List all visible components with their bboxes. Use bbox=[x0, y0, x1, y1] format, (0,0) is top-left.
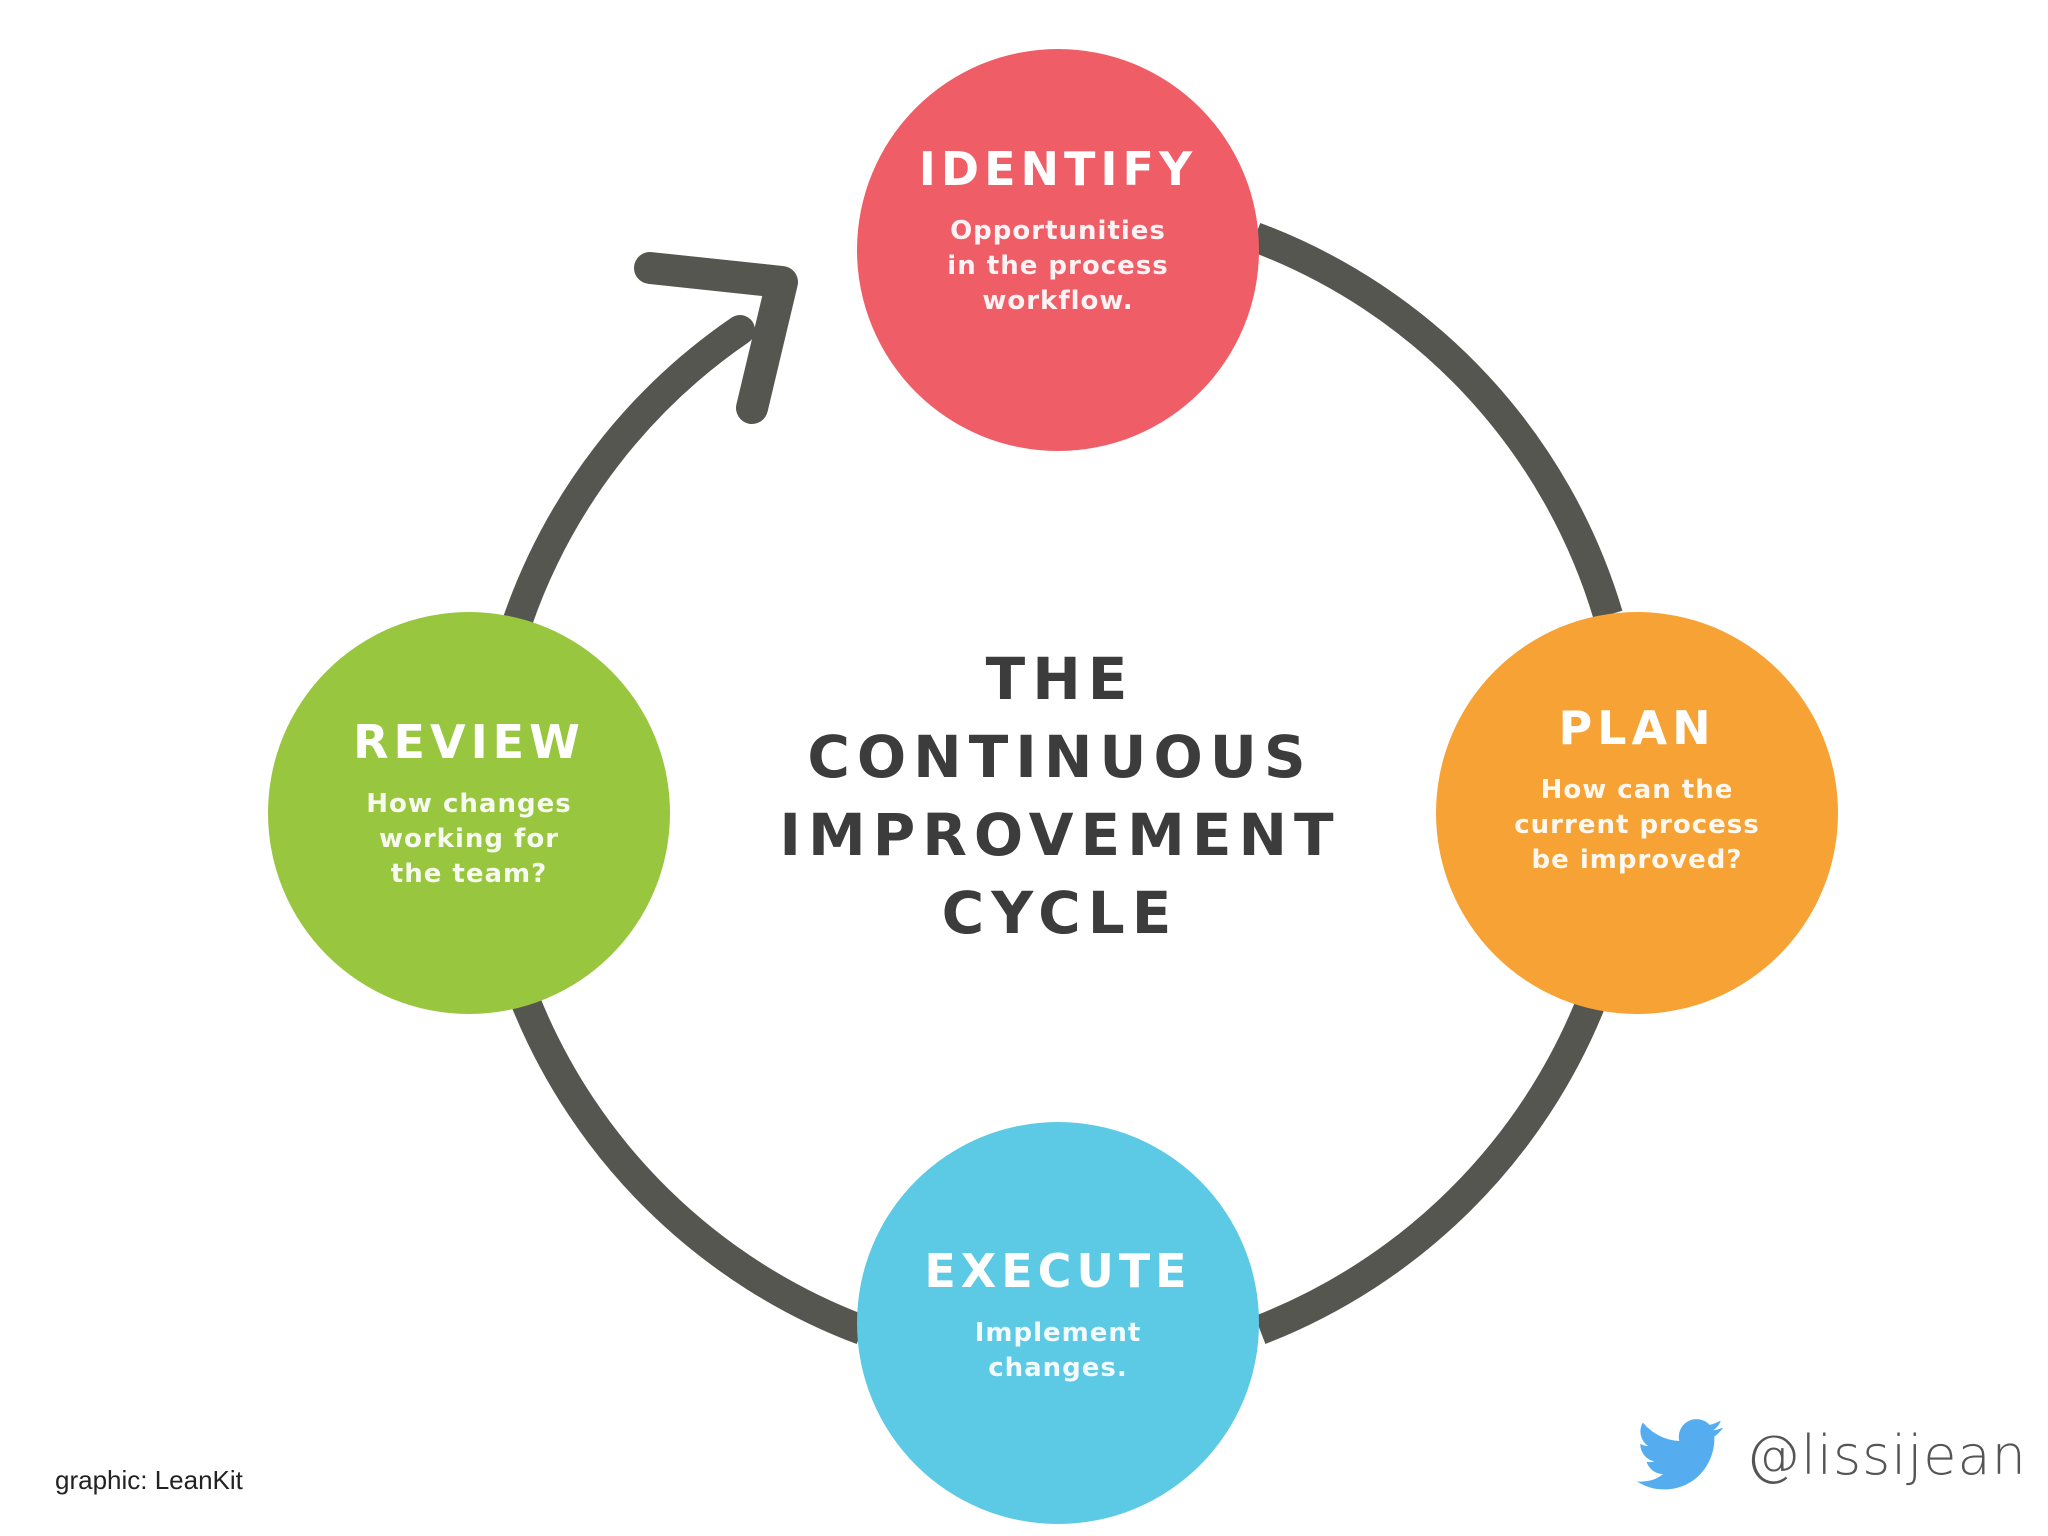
title-line: IMPROVEMENT bbox=[779, 801, 1341, 869]
stage-description: How changes working for the team? bbox=[366, 788, 572, 889]
twitter-handle: @lissijean bbox=[1636, 1415, 2027, 1495]
cycle-arc-execute-to-review bbox=[511, 994, 868, 1345]
diagram-title: THE CONTINUOUS IMPROVEMENT CYCLE bbox=[700, 640, 1420, 952]
stage-description: Opportunities in the process workflow. bbox=[947, 215, 1169, 316]
handle-text: @lissijean bbox=[1746, 1423, 2027, 1487]
cycle-arrowhead bbox=[634, 252, 798, 424]
stage-plan: PLAN How can the current process be impr… bbox=[1436, 612, 1838, 1014]
title-line: CYCLE bbox=[941, 879, 1179, 947]
stage-description: How can the current process be improved? bbox=[1514, 774, 1760, 875]
stage-execute: EXECUTE Implement changes. bbox=[857, 1122, 1259, 1524]
stage-title: PLAN bbox=[1558, 700, 1716, 755]
stage-description: Implement changes. bbox=[974, 1318, 1142, 1383]
cycle-arc-identify-to-plan bbox=[1249, 222, 1623, 620]
twitter-bird-icon bbox=[1636, 1419, 1724, 1490]
stage-title: EXECUTE bbox=[924, 1244, 1192, 1298]
stage-review: REVIEW How changes working for the team? bbox=[268, 612, 670, 1014]
cycle-arc-plan-to-execute bbox=[1254, 994, 1606, 1344]
stage-title: REVIEW bbox=[353, 714, 585, 769]
cycle-arc-review-to-identify bbox=[503, 315, 755, 635]
title-line: CONTINUOUS bbox=[807, 723, 1313, 791]
title-line: THE bbox=[985, 645, 1135, 713]
stage-title: IDENTIFY bbox=[918, 141, 1198, 196]
graphic-credit: graphic: LeanKit bbox=[55, 1465, 243, 1495]
stage-identify: IDENTIFY Opportunities in the process wo… bbox=[857, 49, 1259, 451]
